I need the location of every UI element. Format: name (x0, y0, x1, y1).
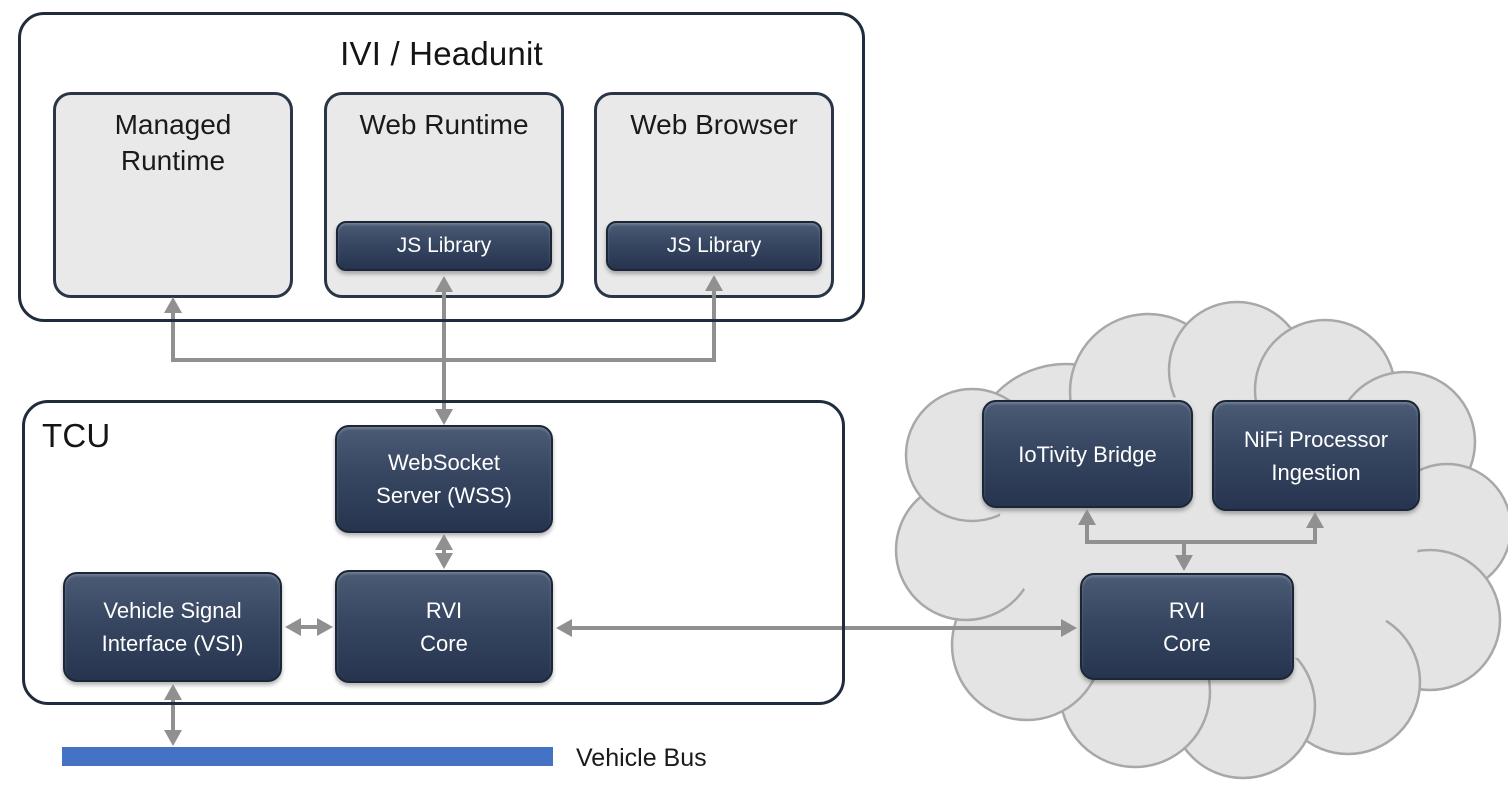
node-web-browser: Web Browser JS Library (594, 92, 834, 298)
node-rvi-core-cloud: RVI Core (1080, 573, 1294, 680)
node-websocket-server: WebSocket Server (WSS) (335, 425, 553, 533)
ivi-headunit-title: IVI / Headunit (340, 35, 543, 72)
node-managed-runtime: Managed Runtime (53, 92, 293, 298)
rvi-core-tcu-label: RVI Core (420, 597, 468, 656)
node-rvi-core-tcu: RVI Core (335, 570, 553, 683)
node-vehicle-signal-interface: Vehicle Signal Interface (VSI) (63, 572, 282, 682)
js-library-label: JS Library (396, 234, 492, 258)
managed-runtime-label: Managed Runtime (114, 109, 232, 177)
web-runtime-label: Web Runtime (359, 109, 529, 140)
node-iotivity-bridge: IoTivity Bridge (982, 400, 1193, 508)
tcu-title: TCU (42, 417, 111, 454)
vehicle-signal-interface-label: Vehicle Signal Interface (VSI) (101, 598, 244, 656)
vehicle-bus-label: Vehicle Bus (576, 744, 707, 772)
web-browser-label: Web Browser (630, 109, 798, 140)
websocket-server-label: WebSocket Server (WSS) (376, 450, 512, 508)
nifi-processor-ingestion-label: NiFi Processor Ingestion (1243, 426, 1389, 485)
node-web-runtime: Web Runtime JS Library (324, 92, 564, 298)
node-nifi-processor-ingestion: NiFi Processor Ingestion (1212, 400, 1420, 511)
js-library-label: JS Library (666, 234, 762, 258)
node-js-library-web-browser: JS Library (606, 221, 822, 271)
rvi-core-cloud-label: RVI Core (1163, 597, 1211, 656)
vehicle-bus-bar (62, 747, 553, 766)
iotivity-bridge-label: IoTivity Bridge (1018, 441, 1157, 467)
node-js-library-web-runtime: JS Library (336, 221, 552, 271)
